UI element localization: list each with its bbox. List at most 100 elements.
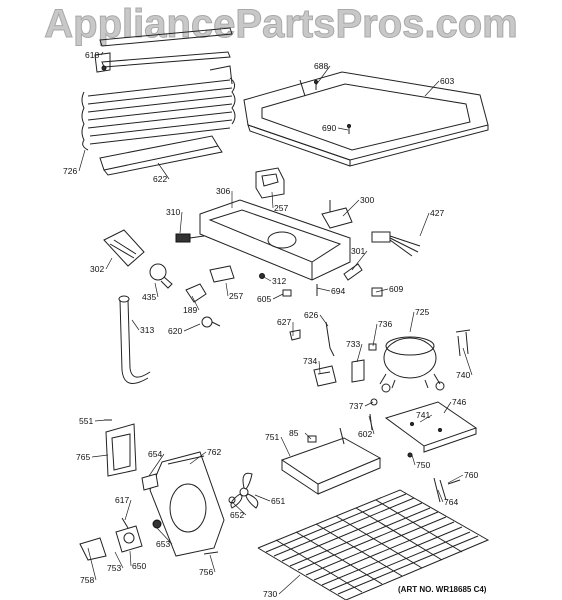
leader-line-312 xyxy=(261,275,272,282)
callout-652: 652 xyxy=(230,510,244,520)
callout-753: 753 xyxy=(107,563,121,573)
callout-730: 730 xyxy=(263,589,277,599)
part-189-socket xyxy=(185,283,207,303)
part-650-fan-motor xyxy=(115,525,143,553)
callout-746: 746 xyxy=(452,397,466,407)
part-301-sensor xyxy=(343,263,363,281)
part-725-compressor xyxy=(379,336,445,393)
leader-line-602 xyxy=(368,415,375,435)
callout-layer: 6186886036907266223062573004273103023014… xyxy=(63,50,478,599)
callout-740: 740 xyxy=(456,370,470,380)
leader-line-740 xyxy=(462,347,473,376)
leader-line-654 xyxy=(148,453,165,477)
leader-line-751 xyxy=(280,436,291,457)
leader-line-618 xyxy=(100,51,104,56)
leader-line-651 xyxy=(254,494,271,502)
callout-620: 620 xyxy=(168,326,182,336)
part-751-drain-pan xyxy=(280,427,382,495)
callout-301: 301 xyxy=(351,246,365,256)
part-690-screw xyxy=(347,124,351,134)
part-620 xyxy=(201,316,221,328)
leader-line-750 xyxy=(411,454,416,466)
leader-line-733 xyxy=(356,343,363,363)
callout-653: 653 xyxy=(156,539,170,549)
part-764 xyxy=(433,477,447,503)
callout-312: 312 xyxy=(272,276,286,286)
callout-650: 650 xyxy=(132,561,146,571)
leader-line-300 xyxy=(342,199,360,217)
leader-line-257b xyxy=(225,282,229,297)
callout-626: 626 xyxy=(304,310,318,320)
callout-694: 694 xyxy=(331,286,345,296)
callout-725: 725 xyxy=(415,307,429,317)
part-85 xyxy=(307,435,317,443)
callout-551: 551 xyxy=(79,416,93,426)
part-627 xyxy=(289,329,301,341)
part-765-cover xyxy=(105,423,137,477)
callout-690: 690 xyxy=(322,123,336,133)
part-257-relay xyxy=(255,167,285,199)
part-300-thermostat xyxy=(321,200,353,229)
leader-line-609 xyxy=(375,288,389,293)
leader-line-694 xyxy=(316,287,331,292)
leader-line-726 xyxy=(78,149,86,172)
part-618-bracket xyxy=(94,27,233,73)
leader-line-310 xyxy=(179,211,183,234)
leader-line-725 xyxy=(409,311,415,333)
leader-line-605 xyxy=(272,293,284,300)
leader-line-756 xyxy=(209,554,216,573)
part-652-washer xyxy=(228,496,236,504)
part-734-overload xyxy=(313,365,337,387)
callout-627: 627 xyxy=(277,317,291,327)
callout-435: 435 xyxy=(142,292,156,302)
callout-302: 302 xyxy=(90,264,104,274)
leader-line-746 xyxy=(443,401,452,414)
leader-line-653 xyxy=(156,527,173,545)
callout-622: 622 xyxy=(153,174,167,184)
leader-line-301 xyxy=(351,250,368,271)
callout-603: 603 xyxy=(440,76,454,86)
leader-line-690 xyxy=(337,127,349,131)
callout-765: 765 xyxy=(76,452,90,462)
callout-726: 726 xyxy=(63,166,77,176)
callout-605: 605 xyxy=(257,294,271,304)
callout-609: 609 xyxy=(389,284,403,294)
part-737 xyxy=(370,398,378,406)
part-605 xyxy=(282,289,292,297)
callout-741: 741 xyxy=(416,410,430,420)
part-756 xyxy=(203,551,219,555)
callout-737: 737 xyxy=(349,401,363,411)
callout-688: 688 xyxy=(314,61,328,71)
leader-line-85 xyxy=(304,432,312,440)
callout-736: 736 xyxy=(378,319,392,329)
callout-602: 602 xyxy=(358,429,372,439)
callout-189: 189 xyxy=(183,305,197,315)
callout-760: 760 xyxy=(464,470,478,480)
part-688-screw xyxy=(314,80,318,90)
leader-line-753 xyxy=(114,551,124,569)
part-762-fan-shroud xyxy=(149,451,225,557)
part-733 xyxy=(351,359,365,383)
leader-line-603 xyxy=(424,80,440,97)
callout-85: 85 xyxy=(289,428,299,438)
part-310-switch xyxy=(175,233,205,243)
callout-751: 751 xyxy=(265,432,279,442)
callout-306: 306 xyxy=(216,186,230,196)
leader-line-302 xyxy=(105,257,113,270)
callout-750: 750 xyxy=(416,460,430,470)
callout-310: 310 xyxy=(166,207,180,217)
part-617 xyxy=(121,517,129,529)
part-653-grommet xyxy=(152,519,162,529)
part-740-clip xyxy=(455,329,471,357)
part-302-shield xyxy=(103,229,145,267)
art-number: (ART NO. WR18685 C4) xyxy=(398,585,487,594)
leader-line-435 xyxy=(154,282,159,298)
callout-654: 654 xyxy=(148,449,162,459)
callout-427: 427 xyxy=(430,208,444,218)
callout-756: 756 xyxy=(199,567,213,577)
callout-257b: 257 xyxy=(229,291,243,301)
part-626 xyxy=(325,321,335,357)
callout-734: 734 xyxy=(303,356,317,366)
part-306-housing xyxy=(199,199,351,281)
